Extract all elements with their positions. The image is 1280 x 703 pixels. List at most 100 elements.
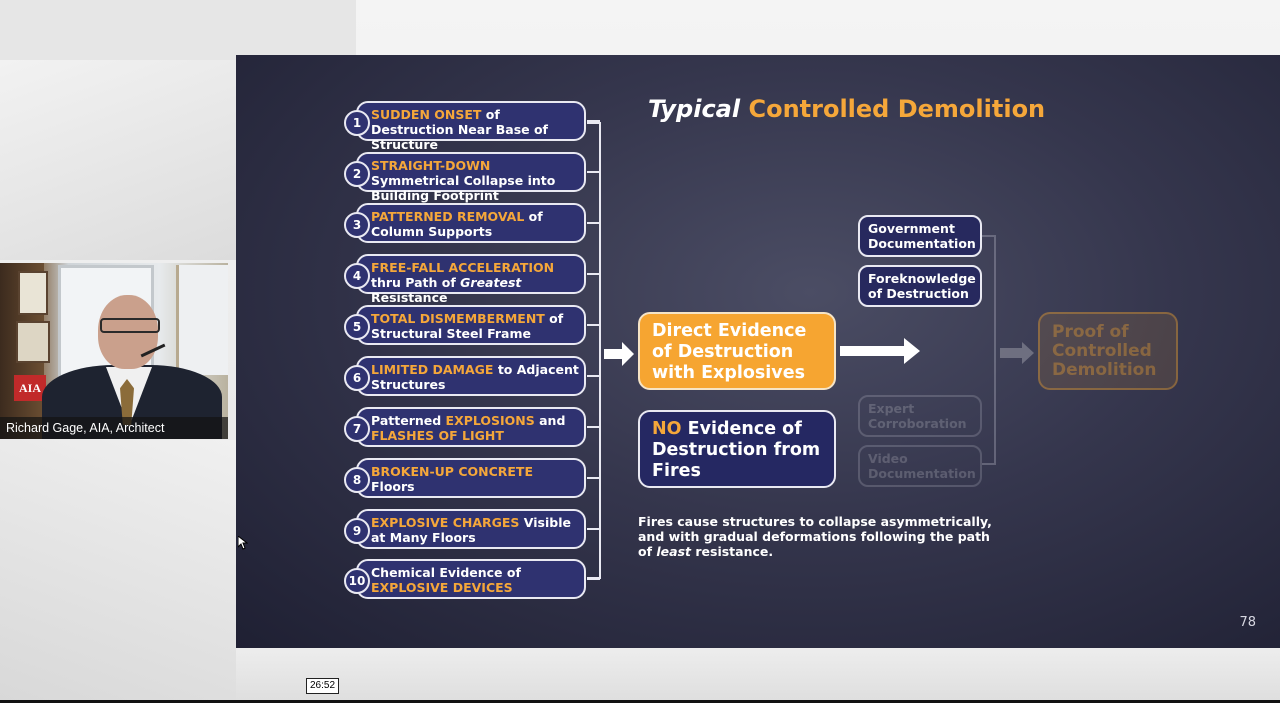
list-connector [587,426,600,428]
list-connector [587,222,600,224]
wall-frame [18,271,48,315]
item-text: EXPLOSIVE CHARGES Visible at Many Floors [371,515,580,545]
item-plain: to Adjacent Structures [371,362,579,392]
note-text-end: resistance. [691,544,774,559]
item-number-badge: 6 [344,365,370,391]
background-panel [236,648,1280,703]
proof-text: Proof of Controlled Demolition [1052,322,1157,380]
list-connector [587,578,600,580]
item-text: PATTERNED REMOVAL of Column Supports [371,209,580,239]
speaker-tie [120,379,134,425]
mouse-cursor-icon [238,536,248,550]
item-plain: Floors [371,479,415,494]
side-bracket [982,235,996,465]
item-highlight: STRAIGHT-DOWN [371,158,491,173]
item-number-badge: 8 [344,467,370,493]
item-highlight: BROKEN-UP CONCRETE [371,464,533,479]
hover-time-tooltip: 26:52 [306,678,340,694]
item-plain: Symmetrical Collapse into Building Footp… [371,173,556,203]
item-highlight: PATTERNED REMOVAL [371,209,525,224]
list-connector [587,120,600,122]
page-number: 78 [1239,615,1256,630]
arrow-right-icon [604,342,634,366]
fires-note: Fires cause structures to collapse asymm… [638,514,998,559]
proof-box: Proof of Controlled Demolition [1038,312,1178,390]
list-connector [587,528,600,530]
item-highlight: LIMITED DAMAGE [371,362,494,377]
item-text: BROKEN-UP CONCRETE Floors [371,464,580,494]
item-highlight: EXPLOSIVE CHARGES [371,515,520,530]
item-text: Patterned EXPLOSIONS and FLASHES OF LIGH… [371,413,580,443]
item-number-badge: 5 [344,314,370,340]
item-number-badge: 7 [344,416,370,442]
side-box-government: Government Documentation [858,215,982,257]
item-italic: Greatest [460,275,522,290]
webcam-video[interactable]: AIA Richard Gage, AIA, Architect [0,263,228,439]
item-plain: of Structural Steel Frame [371,311,564,341]
item-plain: Resistance [371,290,448,305]
wall-frame [16,321,50,363]
item-number-badge: 10 [344,568,370,594]
item-number-badge: 1 [344,110,370,136]
background-panel [0,0,356,60]
side-box-label: Expert Corroboration [868,401,967,431]
item-highlight: FLASHES OF LIGHT [371,428,504,443]
item-text: SUDDEN ONSET of Destruction Near Base of… [371,107,580,152]
no-evidence-accent: NO [652,419,682,439]
background-panel [0,60,236,260]
direct-evidence-box: Direct Evidence of Destruction with Expl… [638,312,836,390]
side-box-label: Government Documentation [868,221,976,251]
item-plain: Chemical Evidence of [371,565,521,580]
window [176,265,228,375]
list-connector [587,375,600,377]
item-plain: of Column Supports [371,209,543,239]
speaker-glasses [100,318,160,333]
note-text: Fires cause structures to collapse asymm… [638,514,992,559]
list-connector [587,171,600,173]
arrow-right-icon [840,338,920,364]
side-box-label: Video Documentation [868,451,976,481]
item-highlight: EXPLOSIONS [445,413,535,428]
item-text: STRAIGHT-DOWN Symmetrical Collapse into … [371,158,580,203]
item-plain: Patterned [371,413,446,428]
item-number-badge: 2 [344,161,370,187]
list-connector [587,477,600,479]
slide-title: Typical Controlled Demolition [648,95,1045,123]
list-connector [587,324,600,326]
item-text: Chemical Evidence of EXPLOSIVE DEVICES [371,565,580,595]
arrow-right-icon [1000,342,1034,364]
item-highlight: FREE-FALL ACCELERATION [371,260,555,275]
item-number-badge: 9 [344,518,370,544]
item-plain: Visible at Many Floors [371,515,571,545]
list-connector [587,273,600,275]
item-highlight: SUDDEN ONSET [371,107,482,122]
aia-sign: AIA [14,375,46,401]
side-box-expert: Expert Corroboration [858,395,982,437]
item-text: LIMITED DAMAGE to Adjacent Structures [371,362,580,392]
no-evidence-text: Evidence of Destruction from Fires [652,419,821,481]
item-number-badge: 4 [344,263,370,289]
list-bracket [587,122,601,579]
background-panel [0,440,236,703]
side-box-foreknowledge: Foreknowledge of Destruction [858,265,982,307]
speaker-name-label: Richard Gage, AIA, Architect [0,417,228,439]
no-evidence-box: NO Evidence of Destruction from Fires [638,410,836,488]
direct-evidence-text: Direct Evidence of Destruction with Expl… [652,321,807,383]
title-accent: Controlled Demolition [748,95,1046,123]
item-plain: of Destruction Near Base of Structure [371,107,548,152]
item-text: FREE-FALL ACCELERATION thru Path of Grea… [371,260,580,305]
note-italic: least [656,544,692,559]
item-text: TOTAL DISMEMBERMENT of Structural Steel … [371,311,580,341]
video-progress-bar[interactable] [0,700,1280,703]
item-plain: thru Path of [371,275,461,290]
